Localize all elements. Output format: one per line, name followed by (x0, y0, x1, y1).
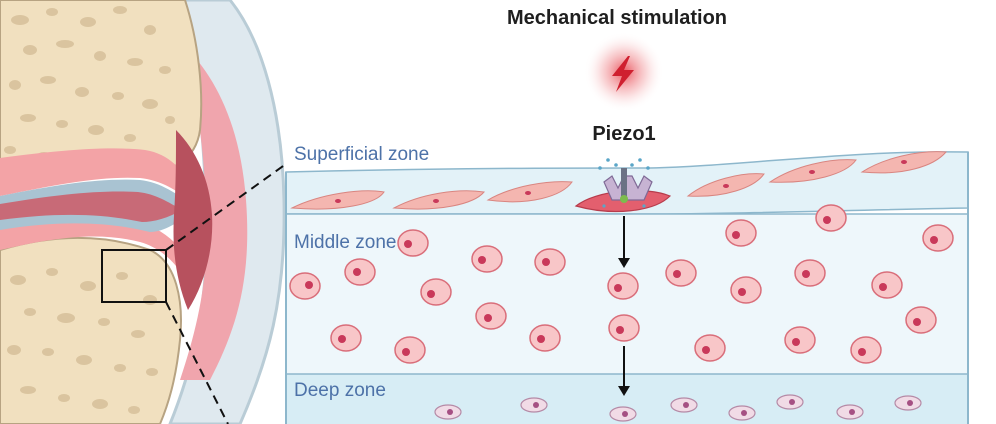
piezo1-channel-icon (598, 158, 653, 208)
chondrocyte (397, 229, 429, 257)
deep-chondrocyte (520, 397, 548, 413)
zoom-line-bottom (165, 301, 229, 424)
chondrocyte (475, 302, 507, 330)
bone-pores (4, 6, 175, 414)
deep-chondrocyte (670, 397, 698, 413)
flat-cell (860, 151, 948, 174)
chondrocyte (850, 336, 882, 364)
zoom-line-top (165, 163, 287, 251)
cartilage-section (285, 151, 969, 424)
middle-zone-label: Middle zone (294, 232, 396, 253)
chondrocyte (725, 219, 757, 247)
chondrocyte (694, 334, 726, 362)
meniscus (173, 130, 213, 310)
chondrocyte (394, 336, 426, 364)
ion-dots (598, 158, 650, 208)
chondrocyte (344, 258, 376, 286)
flat-cell (290, 190, 385, 210)
chondrocyte (665, 259, 697, 287)
chondrocyte (529, 324, 561, 352)
down-arrow-icon (618, 216, 630, 268)
lower-bone (0, 236, 182, 424)
synovial-tissue (178, 40, 248, 380)
zoom-box (101, 249, 167, 303)
lightning-icon (612, 56, 634, 92)
flat-cell (768, 159, 857, 183)
flat-cell (686, 173, 765, 197)
chondrocyte (607, 272, 639, 300)
joint-space-inner (0, 191, 182, 222)
chondrocyte (330, 324, 362, 352)
deep-chondrocyte (894, 395, 922, 411)
chondrocyte (471, 245, 503, 273)
deep-chondrocyte (434, 404, 462, 420)
joint-illustration (0, 0, 287, 424)
flat-cell (486, 181, 573, 203)
chondrocyte (794, 259, 826, 287)
chondrocyte (420, 278, 452, 306)
deep-chondrocyte (609, 406, 637, 422)
chondrocyte (784, 326, 816, 354)
piezo1-label: Piezo1 (592, 123, 655, 145)
chondrocyte (534, 248, 566, 276)
chondrocyte (608, 314, 640, 342)
deep-chondrocyte (728, 405, 756, 421)
down-arrow-icon (618, 346, 630, 396)
flat-cell (392, 190, 485, 210)
chondrocyte (922, 224, 954, 252)
superficial-zone-label: Superficial zone (294, 144, 429, 165)
chondrocyte (289, 272, 321, 300)
chondrocyte (815, 204, 847, 232)
chondrocyte (730, 276, 762, 304)
deep-chondrocyte (776, 394, 804, 410)
deep-cells (434, 394, 922, 422)
chondrocyte (871, 271, 903, 299)
title: Mechanical stimulation (507, 7, 727, 29)
chondrocyte (905, 306, 937, 334)
middle-cells (289, 204, 954, 364)
deep-zone-label: Deep zone (294, 380, 386, 401)
upper-cartilage (0, 148, 196, 206)
deep-chondrocyte (836, 404, 864, 420)
